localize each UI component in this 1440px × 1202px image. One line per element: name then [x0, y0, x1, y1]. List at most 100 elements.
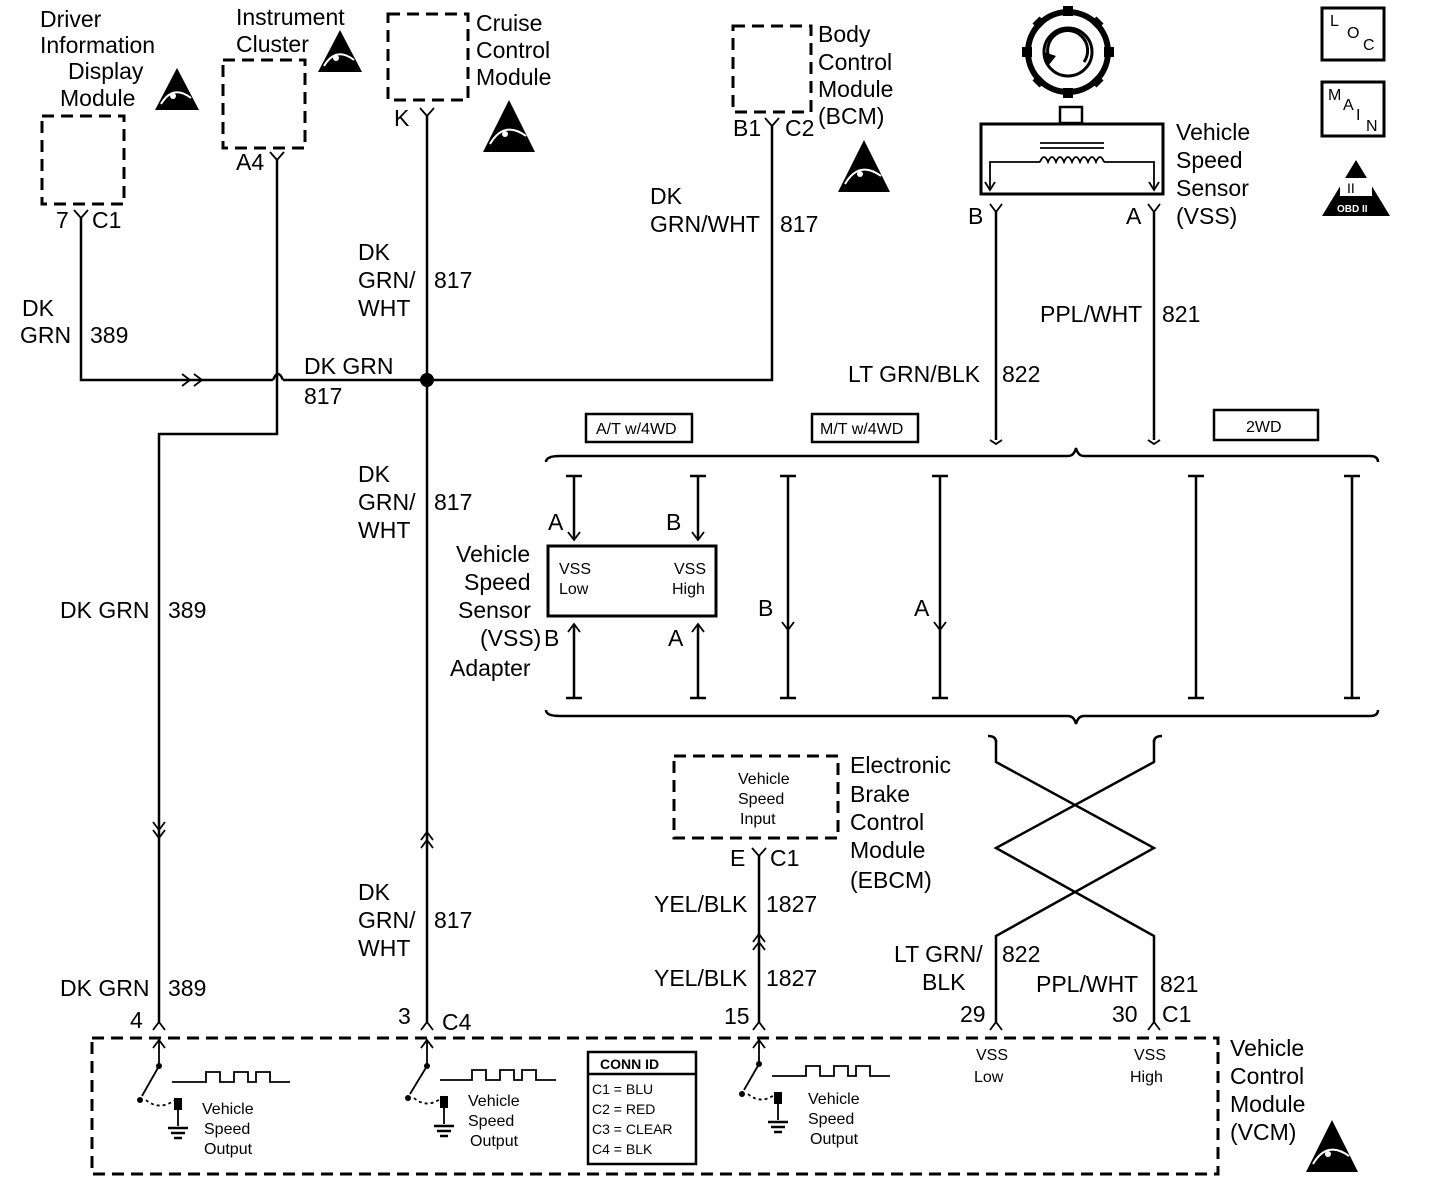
vcm-pin-29: 29 [960, 1001, 986, 1027]
wire-left-bot-circuit: 389 [168, 975, 206, 1001]
ebcm-label-1: Electronic [850, 752, 951, 778]
vcm-output-1-line-3: Output [204, 1141, 253, 1158]
connector-symbol [567, 622, 581, 633]
main-letter-n: N [1366, 118, 1378, 135]
connector-symbol [751, 847, 767, 858]
vss-pin-b: B [968, 203, 983, 229]
vss-label-3: Sensor [1176, 175, 1249, 201]
cruise-control-module: Cruise Control Module [386, 10, 551, 102]
vcm-vss-high-2: High [1130, 1069, 1163, 1086]
connector-symbol [1147, 203, 1161, 214]
mt-pin-b: B [758, 595, 773, 621]
loc-letter-l: L [1330, 13, 1339, 30]
adapter-label-4: (VSS) [480, 625, 541, 651]
vcm-vss-high-1: VSS [1134, 1047, 1166, 1064]
wire-ccm-bot-circuit: 817 [434, 907, 472, 933]
vcm-output-2-line-3: Output [470, 1133, 519, 1150]
dim-pin-number: 7 [56, 207, 69, 233]
dim-label-1: Driver [40, 6, 102, 32]
vcm-output-1-line-2: Speed [204, 1121, 250, 1138]
adapter-label-3: Sensor [458, 597, 531, 623]
adapter-label-1: Vehicle [456, 541, 530, 567]
vcm-output-3-line-1: Vehicle [808, 1091, 860, 1108]
vcm-label-3: Module [1230, 1091, 1305, 1117]
vcm-connector-c1: C1 [1162, 1001, 1191, 1027]
output-switch-icon [739, 1038, 890, 1134]
adapter-pin-b-top: B [666, 509, 681, 535]
driver-information-display-module: Driver Information Display Module [40, 6, 155, 206]
wire-ccm-top-3: WHT [358, 295, 410, 321]
bcm-pin-c2: C2 [785, 115, 814, 141]
vcm-output-1-line-1: Vehicle [202, 1101, 254, 1118]
bcm-pin-b1: B1 [733, 115, 761, 141]
ebcm-input-3: Input [740, 811, 776, 828]
wire-ebcm-top-color: YEL/BLK [654, 891, 748, 917]
wire-ccm-top-2: GRN/ [358, 267, 416, 293]
dim-label-2: Information [40, 32, 155, 58]
vcm-output-2-line-2: Speed [468, 1113, 514, 1130]
bcm-label-1: Body [818, 21, 871, 47]
adapter-label-2: Speed [464, 569, 531, 595]
ipc-label-2: Cluster [236, 31, 309, 57]
vcm-pin-3: 3 [398, 1003, 411, 1029]
esd-warning-icon [838, 140, 890, 192]
adapter-pin-b: B [544, 625, 559, 651]
wire-bcm-2: GRN/WHT [650, 211, 760, 237]
connector-symbol [269, 151, 285, 162]
wire-vss-b-color: LT GRN/BLK [848, 361, 981, 387]
ccm-outline [386, 12, 470, 102]
obd-ii-badge: II OBD II [1322, 160, 1390, 216]
option-mt-4wd-label: M/T w/4WD [820, 421, 903, 438]
inline-connector [752, 940, 766, 951]
ccm-label-3: Module [476, 64, 551, 90]
ipc-label-1: Instrument [236, 4, 345, 30]
conn-id-title: CONN ID [600, 1056, 659, 1072]
main-badge: M A I N [1320, 80, 1386, 138]
wire-paths [79, 116, 1161, 1022]
ebcm-connector: C1 [770, 845, 799, 871]
loc-letter-o: O [1347, 25, 1359, 42]
adapter-vss-low-1: VSS [559, 561, 591, 578]
wire-ebcm-bot-circuit: 1827 [766, 965, 817, 991]
connector-symbol [989, 1020, 1003, 1031]
wire-ccm-bot-1: DK [358, 879, 391, 905]
connector-symbol [691, 622, 705, 633]
bcm-outline [731, 24, 813, 114]
crossover-wires [987, 734, 1163, 1022]
wire-vcm-30-color: PPL/WHT [1036, 971, 1138, 997]
vss-label-4: (VSS) [1176, 203, 1237, 229]
option-2wd [1212, 408, 1320, 442]
wire-dim-circuit: 389 [90, 322, 128, 348]
body-control-module: Body Control Module (BCM) [731, 21, 893, 129]
connector-symbol [989, 203, 1003, 214]
wire-vcm-30-circuit: 821 [1160, 971, 1198, 997]
vss-adapter-box [546, 544, 718, 618]
reluctor-gear-icon [1022, 6, 1114, 98]
adapter-label-5: Adapter [450, 655, 531, 681]
vss-label-2: Speed [1176, 147, 1243, 173]
conn-id-row-4: C4 = BLK [592, 1141, 653, 1157]
ebcm-outline [672, 754, 840, 840]
dim-connector: C1 [92, 207, 121, 233]
ebcm-input-2: Speed [738, 791, 784, 808]
bcm-label-3: Module [818, 76, 893, 102]
vss-pin-a: A [1126, 203, 1142, 229]
connector-symbol [419, 107, 435, 118]
obd-roman: II [1347, 180, 1355, 196]
loc-letter-c: C [1363, 37, 1375, 54]
ebcm-pin-e: E [730, 845, 745, 871]
dim-outline [40, 114, 126, 206]
vcm-pin-30: 30 [1112, 1001, 1138, 1027]
electronic-brake-control-module: Vehicle Speed Input Electronic Brake Con… [672, 752, 951, 893]
connector-symbol [420, 1020, 434, 1031]
connector-symbol [1147, 1020, 1161, 1031]
connector-symbol [567, 531, 581, 542]
conn-id-row-2: C2 = RED [592, 1101, 655, 1117]
wire-vss-a-color: PPL/WHT [1040, 301, 1142, 327]
esd-warning-icon [155, 68, 199, 110]
vcm-label-1: Vehicle [1230, 1035, 1304, 1061]
adapter-vss-high-1: VSS [674, 561, 706, 578]
output-switch-icon [405, 1038, 556, 1138]
output-switch-icon [137, 1038, 290, 1140]
option-2wd-label: 2WD [1246, 419, 1282, 436]
